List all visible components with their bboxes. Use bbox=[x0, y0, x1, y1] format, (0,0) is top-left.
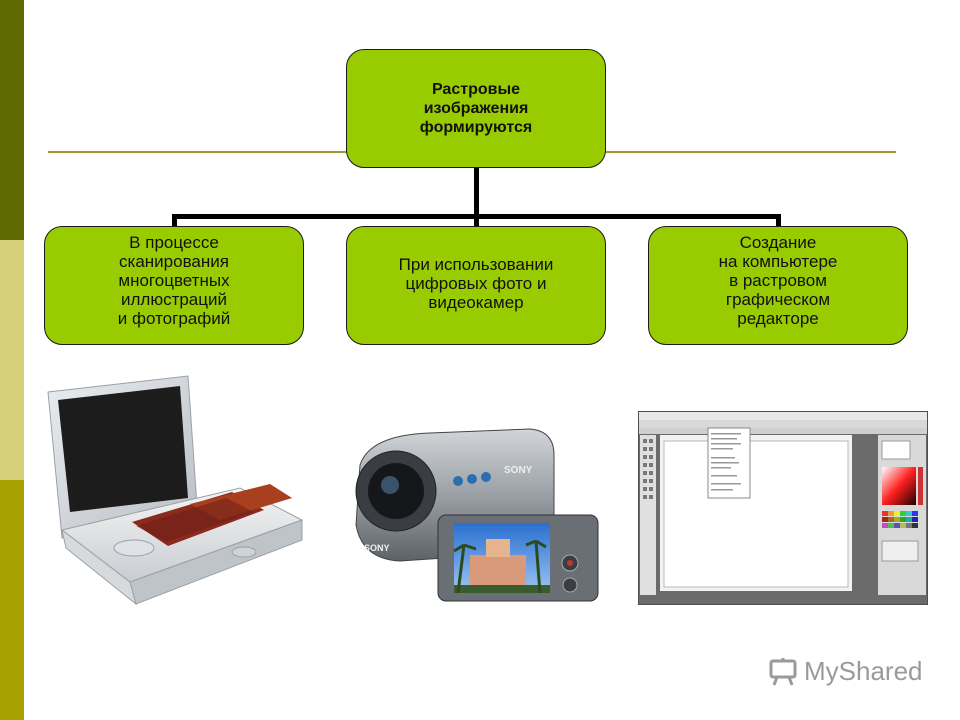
graphics-editor-screenshot bbox=[638, 411, 928, 605]
watermark-logo: MyShared bbox=[768, 656, 923, 687]
left-stripe-middle bbox=[0, 240, 24, 480]
watermark-text: MyShared bbox=[804, 656, 923, 687]
camcorder-image: SONY SONY bbox=[340, 415, 600, 605]
root-node: Растровые изображения формируются bbox=[346, 49, 606, 168]
child-node-editor: Создание на компьютере в растровом графи… bbox=[648, 226, 908, 345]
scanner-image bbox=[40, 370, 310, 610]
left-stripe-top bbox=[0, 0, 24, 240]
child-node-cameras: При использовании цифровых фото и видеок… bbox=[346, 226, 606, 345]
child-node-scanning: В процессе сканирования многоцветных илл… bbox=[44, 226, 304, 345]
svg-text:SONY: SONY bbox=[504, 465, 533, 476]
left-stripe-bottom bbox=[0, 480, 24, 720]
connector-root-down bbox=[474, 168, 479, 218]
svg-text:SONY: SONY bbox=[364, 543, 390, 553]
presentation-board-icon bbox=[768, 657, 798, 687]
